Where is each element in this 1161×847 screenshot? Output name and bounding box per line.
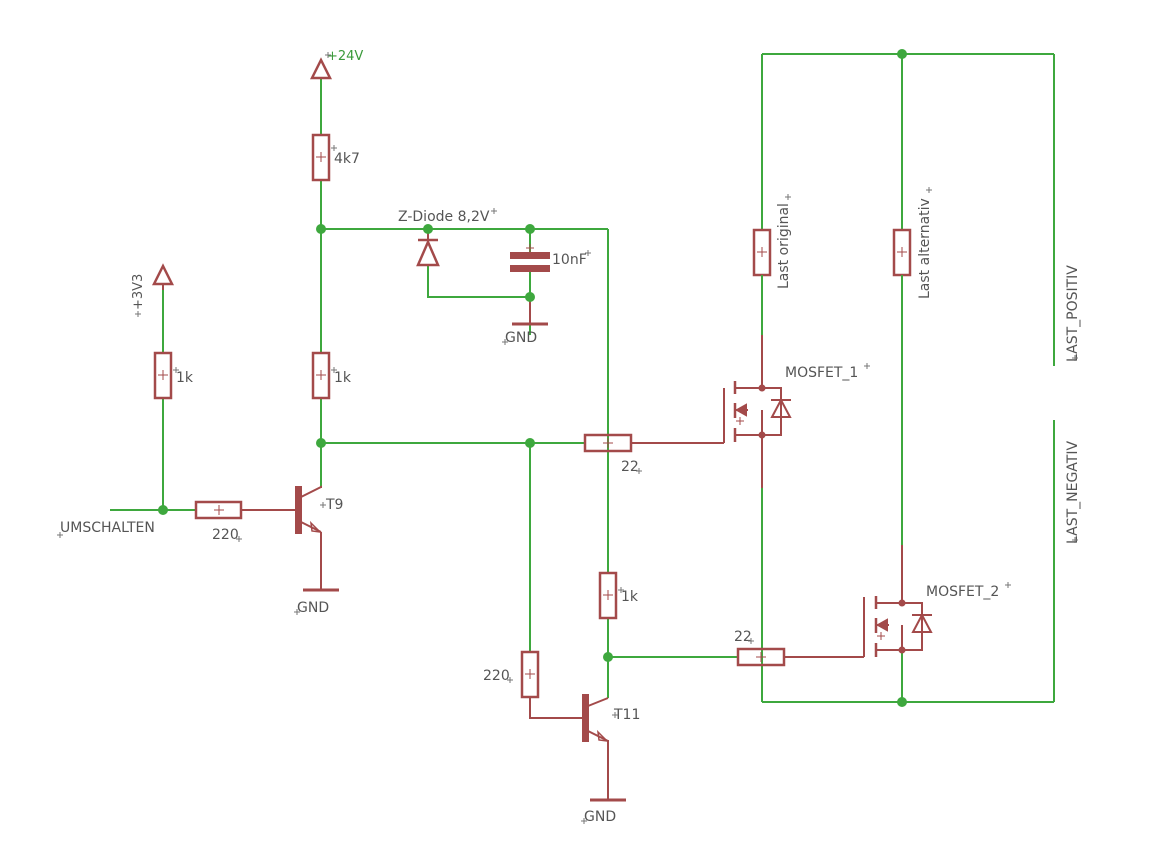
- capacitor-10nf: [510, 244, 550, 272]
- zener-diode: [416, 229, 440, 267]
- junction-dot: [316, 224, 326, 234]
- junctions: [158, 49, 907, 707]
- resistor-1k-pullup-label: 1k: [334, 370, 352, 386]
- junction-dot: [897, 49, 907, 59]
- resistor-220-t11-label: 220: [483, 668, 510, 684]
- junction-dot: [525, 292, 535, 302]
- labels: +24V +3V3 4k7 1k 1k 1k 220 220 22 22 Z-D…: [60, 49, 1081, 825]
- resistor-22-gate1: [583, 433, 724, 453]
- origin-crosses: [57, 52, 1078, 824]
- pin-dot: [758, 384, 766, 392]
- last-positiv-label: LAST_POSITIV: [1065, 265, 1081, 362]
- junction-dot: [525, 438, 535, 448]
- junction-dot: [897, 697, 907, 707]
- supply-3v3-label: +3V3: [131, 274, 146, 310]
- mosfet-1: [723, 335, 792, 488]
- resistor-4k7-label: 4k7: [334, 151, 360, 167]
- resistor-1k-t11-label: 1k: [621, 589, 639, 605]
- resistor-1k-3v3-label: 1k: [176, 370, 194, 386]
- junction-dot: [423, 224, 433, 234]
- supply-24v-label: +24V: [327, 49, 363, 64]
- supply-24v-symbol: [309, 57, 333, 80]
- supply-3v3-symbol: [151, 263, 175, 290]
- resistor-22-gate2-label: 22: [734, 629, 752, 645]
- gnd-zener-label: GND: [505, 330, 537, 346]
- wire: [427, 265, 530, 298]
- mosfet-2-label: MOSFET_2: [926, 584, 999, 600]
- transistor-t9: [295, 485, 323, 534]
- load-alternativ-label: Last alternativ: [917, 198, 933, 299]
- load-original-resistor: [752, 228, 772, 335]
- junction-dot: [316, 438, 326, 448]
- pin-dot: [758, 431, 766, 439]
- junction-dot: [525, 224, 535, 234]
- mosfet-2: [863, 545, 933, 657]
- pin-dot: [898, 599, 906, 607]
- parts: [151, 57, 933, 802]
- junction-dot: [603, 652, 613, 662]
- last-negativ-label: LAST_NEGATIV: [1065, 441, 1081, 544]
- ground-symbol: [590, 740, 626, 802]
- capacitor-label: 10nF: [552, 252, 587, 268]
- resistor-220-t9-label: 220: [212, 527, 239, 543]
- resistor-4k7: [311, 133, 331, 182]
- mosfet-1-label: MOSFET_1: [785, 365, 858, 381]
- resistor-22-gate1-label: 22: [621, 459, 639, 475]
- resistor-1k-t11: [598, 571, 618, 620]
- resistor-220-t9: [194, 500, 298, 520]
- load-original-label: Last original: [776, 203, 792, 289]
- gnd-t11-label: GND: [584, 809, 616, 825]
- load-alternativ-resistor: [892, 228, 912, 545]
- resistor-1k-3v3: [153, 351, 173, 400]
- resistor-220-t11: [520, 650, 585, 719]
- ground-symbol: [303, 532, 339, 592]
- resistor-1k-pullup: [311, 351, 331, 400]
- gnd-t9-label: GND: [297, 600, 329, 616]
- t11-label: T11: [613, 707, 640, 723]
- t9-label: T9: [325, 497, 343, 513]
- transistor-t11: [582, 694, 610, 743]
- resistor-22-gate2: [736, 647, 864, 667]
- wires: [110, 53, 1055, 703]
- umschalten-label: UMSCHALTEN: [60, 520, 155, 536]
- pin-dot: [898, 646, 906, 654]
- zener-label: Z-Diode 8,2V: [398, 209, 490, 225]
- junction-dot: [158, 505, 168, 515]
